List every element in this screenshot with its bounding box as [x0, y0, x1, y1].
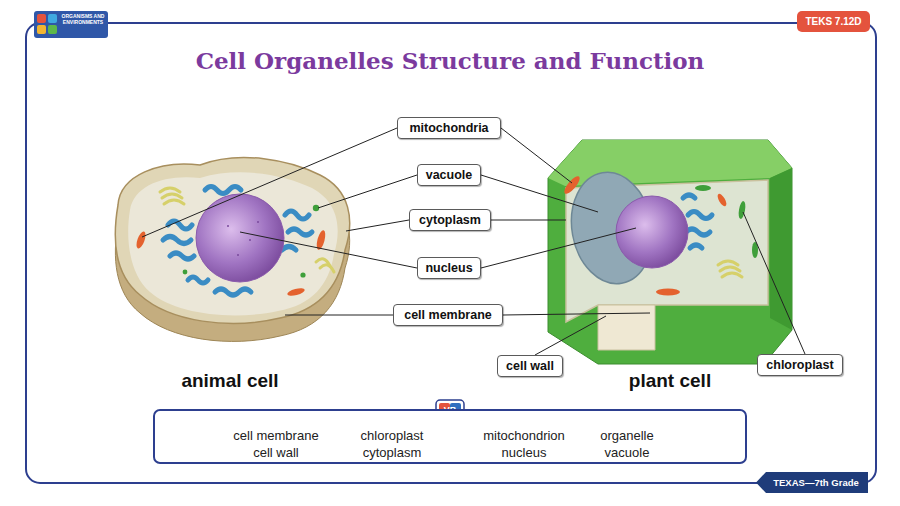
er-fold: [288, 229, 312, 235]
cell-membrane-shape: [115, 158, 349, 324]
vocabulary-word: nucleus: [464, 445, 584, 460]
er-fold: [683, 195, 695, 198]
vocabulary-word: cell wall: [216, 445, 336, 460]
golgi-fold: [160, 188, 180, 192]
vocabulary-word: mitochondrion: [464, 428, 584, 443]
cell-name: plant cell: [590, 370, 750, 392]
leader-lines: [142, 128, 805, 355]
vocabulary-box: cell membranechloroplast mitochondrionorg…: [153, 409, 747, 464]
leader-line: [503, 313, 650, 315]
vocabulary-word: cytoplasm: [332, 445, 452, 460]
leader-line: [318, 175, 417, 208]
box-text: TEXAS—7th Grade: [765, 477, 859, 488]
mitochondrion: [656, 289, 680, 296]
vocabulary-word: organelle: [567, 428, 687, 443]
golgi-fold: [162, 194, 182, 198]
logo-icon: [48, 14, 57, 23]
box-text: TEKS 7.12D: [805, 16, 861, 28]
cell-wall-shape: [548, 140, 792, 364]
part-label: cell membrane: [393, 304, 503, 326]
leader-line: [743, 212, 805, 354]
er-fold: [170, 253, 194, 259]
leader-line: [142, 128, 397, 237]
golgi-fold: [718, 261, 738, 265]
cell-name: animal cell: [150, 370, 310, 392]
logo: [34, 11, 108, 38]
plant-cell: [548, 140, 792, 364]
mitochondrion: [287, 287, 306, 297]
leader-line: [481, 228, 636, 268]
part-label: cytoplasm: [409, 209, 491, 231]
er-fold: [205, 187, 241, 194]
leader-line: [346, 220, 409, 231]
logo-icon: [37, 14, 46, 23]
vacuole-dot: [183, 270, 188, 275]
mitochondrion: [716, 192, 728, 207]
box-text: nucleus: [425, 261, 472, 275]
grade-banner: TEXAS—7th Grade: [756, 472, 868, 493]
nucleus-speck: [257, 221, 259, 223]
cell-wall-top: [548, 140, 792, 186]
logo-icon: [37, 25, 46, 34]
chloroplast-shape: [695, 185, 711, 191]
leader-line: [535, 316, 606, 355]
part-label: chloroplast: [757, 354, 843, 376]
box-text: vacuole: [426, 168, 473, 182]
er-fold: [168, 221, 192, 229]
page-frame: [26, 23, 876, 483]
part-label: cell wall: [497, 355, 563, 377]
banner-fill: [756, 472, 868, 493]
logo-icon: [48, 25, 57, 34]
golgi-fold: [722, 273, 742, 277]
nucleus-speck: [227, 225, 229, 227]
er-fold: [688, 212, 712, 219]
endoplasmic-reticulum: [163, 187, 312, 296]
leader-line: [285, 315, 393, 316]
er-fold: [163, 237, 191, 244]
title: Cell Organelles Structure and Function: [0, 46, 900, 76]
vocabulary-word: cell membrane: [216, 428, 336, 443]
vacuole-dot: [300, 272, 305, 277]
golgi-fold: [320, 265, 334, 272]
nucleus-shape: [616, 196, 688, 268]
box-text: cell wall: [506, 359, 554, 373]
leader-line: [501, 128, 572, 183]
er-fold: [282, 247, 296, 251]
golgi: [718, 261, 742, 277]
er-fold: [188, 277, 208, 283]
er-fold: [686, 229, 710, 235]
leader-line: [481, 175, 598, 212]
cell-wall-cut: [598, 305, 655, 350]
box-text: cell membrane: [404, 308, 492, 322]
box-text: chloroplast: [766, 358, 833, 372]
vocabulary-word: vacuole: [567, 445, 687, 460]
er-fold: [690, 245, 702, 248]
standard-badge: TEKS 7.12D: [797, 11, 870, 32]
nucleus-speck: [249, 239, 251, 241]
vocabulary-word: chloroplast: [332, 428, 452, 443]
logo-plate: [34, 11, 108, 38]
er-fold: [215, 289, 251, 295]
cell-wall-side: [770, 168, 792, 330]
golgi-fold: [720, 267, 740, 271]
part-label: mitochondria: [397, 117, 501, 139]
part-label: vacuole: [417, 164, 481, 186]
leader-line: [491, 220, 566, 221]
mitochondrion: [135, 230, 148, 249]
nucleus-speck: [237, 254, 239, 256]
logo-text: ORGANISMS AND ENVIRONMENTS: [60, 13, 106, 25]
box-text: mitochondria: [409, 121, 488, 135]
golgi-fold: [164, 200, 184, 204]
box-text: cytoplasm: [419, 213, 481, 227]
animal-cell: [115, 158, 349, 342]
cytoplasm-shape: [128, 172, 337, 315]
part-label: nucleus: [417, 257, 481, 279]
er-fold: [285, 211, 309, 219]
leader-line: [240, 232, 417, 268]
